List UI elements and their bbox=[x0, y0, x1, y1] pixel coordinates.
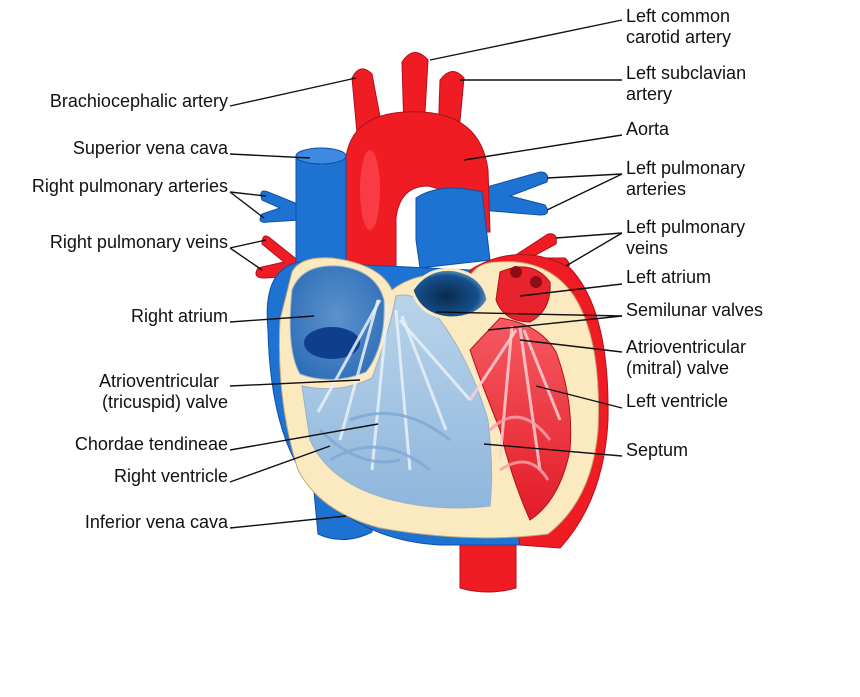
chordae-strand bbox=[316, 299, 382, 413]
chordae-strand bbox=[370, 303, 390, 471]
chordae-strand bbox=[400, 315, 448, 431]
superior-vena-cava-opening bbox=[295, 147, 347, 165]
chordae-strand bbox=[522, 329, 562, 421]
chordae-strand bbox=[318, 428, 401, 464]
leader-right-pulmonary-veins-2 bbox=[229, 247, 263, 271]
label-chordae-tendineae: Chordae tendineae bbox=[75, 434, 228, 454]
right-atrium-chamber bbox=[289, 265, 385, 381]
leader-semilunar-2 bbox=[487, 315, 623, 331]
leader-left-pulmonary-arteries-1 bbox=[546, 173, 623, 179]
label-inferior-vena-cava: Inferior vena cava bbox=[85, 512, 229, 532]
leader-superior-vena-cava bbox=[229, 153, 311, 159]
pulmonary-vein-opening-2 bbox=[530, 276, 542, 288]
chordae-strand bbox=[398, 319, 472, 401]
leader-right-pulmonary-arteries-2 bbox=[229, 191, 265, 219]
chordae-strand bbox=[498, 325, 514, 461]
label-tricuspid-valve: Atrioventricular (tricuspid) valve bbox=[99, 371, 228, 412]
chordae-strand bbox=[468, 329, 518, 401]
label-semilunar-valves: Semilunar valves bbox=[626, 300, 763, 320]
label-right-pulmonary-arteries: Right pulmonary arteries bbox=[32, 176, 228, 196]
chordae-strand bbox=[499, 460, 550, 481]
chordae-strands bbox=[316, 299, 562, 481]
label-left-pulmonary-arteries: Left pulmonary arteries bbox=[626, 158, 750, 199]
leader-tricuspid bbox=[229, 379, 361, 387]
leader-aorta bbox=[463, 134, 623, 161]
leader-brachiocephalic bbox=[229, 77, 357, 107]
aortic-arch-highlight bbox=[360, 150, 380, 230]
label-right-pulmonary-veins: Right pulmonary veins bbox=[50, 232, 228, 252]
label-left-pulmonary-veins: Left pulmonary veins bbox=[626, 217, 750, 258]
leader-left-pulmonary-veins-1 bbox=[555, 232, 623, 239]
label-aorta: Aorta bbox=[626, 119, 670, 139]
chordae-strand bbox=[394, 309, 412, 471]
leader-chordae bbox=[229, 423, 379, 451]
chordae-strand bbox=[329, 445, 431, 472]
leader-right-pulmonary-veins-1 bbox=[229, 239, 267, 249]
label-left-atrium: Left atrium bbox=[626, 267, 711, 287]
leader-left-pulmonary-veins-2 bbox=[565, 232, 623, 267]
leader-left-pulmonary-arteries-2 bbox=[546, 173, 623, 211]
leader-left-atrium bbox=[519, 283, 623, 297]
labels-right: Left common carotid artery Left subclavi… bbox=[626, 6, 763, 460]
leader-right-pulmonary-arteries-1 bbox=[229, 191, 267, 197]
aorta-group bbox=[344, 52, 491, 271]
leader-semilunar-1 bbox=[435, 311, 623, 317]
aortic-arch-shape bbox=[344, 111, 491, 271]
chordae-strand bbox=[349, 411, 451, 442]
pulmonary-vein-opening-1 bbox=[510, 266, 522, 278]
leader-septum bbox=[483, 443, 623, 457]
labels-left: Brachiocephalic artery Superior vena cav… bbox=[32, 91, 229, 532]
semilunar-valve-opening bbox=[410, 267, 490, 320]
label-left-common-carotid: Left common carotid artery bbox=[626, 6, 735, 47]
leader-lines bbox=[229, 19, 623, 529]
label-brachiocephalic: Brachiocephalic artery bbox=[50, 91, 228, 111]
label-mitral-valve: Atrioventricular (mitral) valve bbox=[626, 337, 751, 378]
pulmonary-trunk-shape bbox=[415, 187, 491, 269]
leader-right-atrium bbox=[229, 315, 315, 323]
label-right-ventricle: Right ventricle bbox=[114, 466, 228, 486]
label-right-atrium: Right atrium bbox=[131, 306, 228, 326]
leader-mitral bbox=[519, 339, 623, 353]
leader-right-ventricle bbox=[229, 445, 331, 483]
leader-left-common-carotid bbox=[429, 19, 623, 61]
right-pulmonary-arteries-shape bbox=[259, 190, 301, 223]
label-left-ventricle: Left ventricle bbox=[626, 391, 728, 411]
chordae-strand bbox=[338, 299, 380, 441]
leader-left-ventricle bbox=[535, 385, 623, 409]
chordae-strand bbox=[518, 327, 542, 471]
label-left-subclavian: Left subclavian artery bbox=[626, 63, 751, 104]
label-superior-vena-cava: Superior vena cava bbox=[73, 138, 229, 158]
label-septum: Septum bbox=[626, 440, 688, 460]
chordae-strand bbox=[488, 415, 552, 441]
right-atrium-opening bbox=[304, 327, 360, 359]
left-pulmonary-arteries-shape bbox=[475, 171, 549, 216]
leader-inferior-vena-cava bbox=[229, 515, 347, 529]
